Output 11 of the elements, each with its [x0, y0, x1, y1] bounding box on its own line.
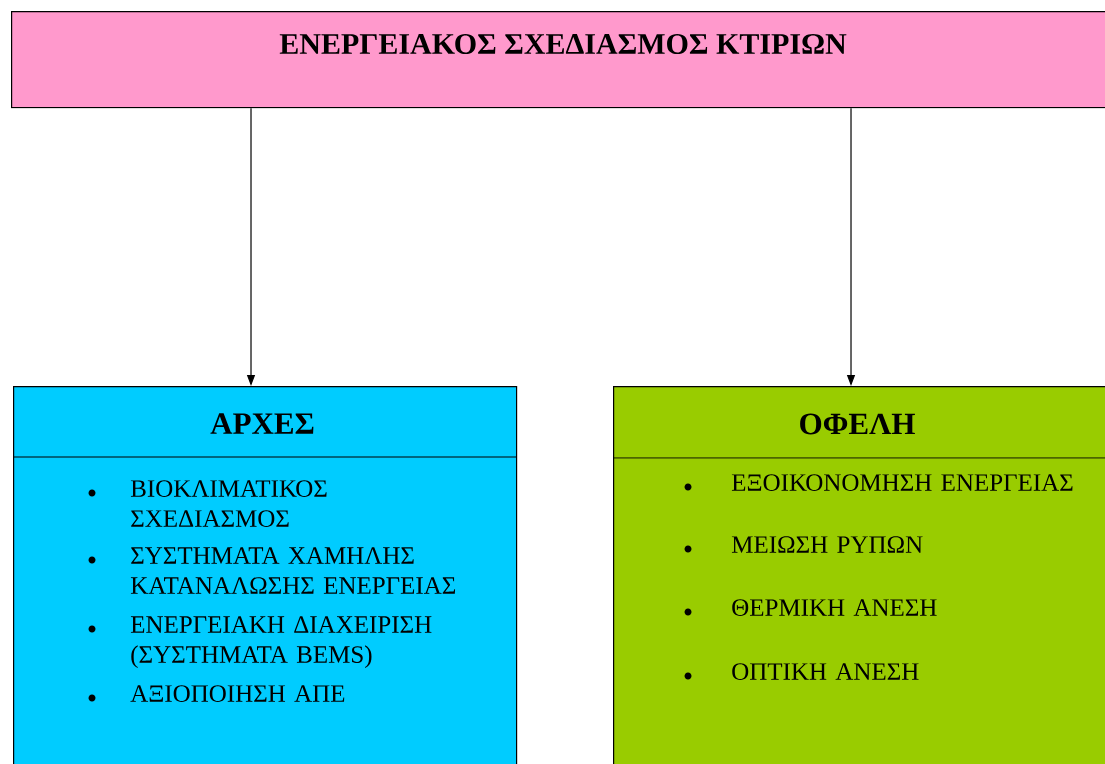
bullet-item: ΣΥΣΤΗΜΑΤΑ ΧΑΜΗΛΗΣ ΚΑΤΑΝΑΛΩΣΗΣ ΕΝΕΡΓΕΙΑΣ — [88, 547, 456, 594]
bullet-item: ΕΝΕΡΓΕΙΑΚΗ ΔΙΑΧΕΙΡΙΣΗ (ΣΥΣΤΗΜΑΤΑ BEMS) — [88, 616, 432, 668]
bullet-item: ΒΙΟΚΛΙΜΑΤΙΚΟΣ ΣΧΕΔΙΑΣΜΟΣ — [88, 480, 327, 527]
bullet-item: ΘΕΡΜΙΚΗ ΑΝΕΣΗ — [684, 599, 937, 616]
bullet-item: ΑΞΙΟΠΟΙΗΣΗ ΑΠΕ — [88, 685, 345, 702]
title-box: ΕΝΕΡΓΕΙΑΚΟΣ ΣΧΕΔΙΑΣΜΟΣ ΚΤΙΡΙΩΝ — [11, 11, 1105, 109]
category-box: ΟΦΕΛΗ ΕΞΟΙΚΟΝΟΜΗΣΗ ΕΝΕΡΓΕΙΑΣ ΜΕΙΩΣΗ ΡΥΠΩΝ ΘΕΡΜΙΚΗ ΑΝΕΣΗ ΟΠΤΙΚΗ ΑΝΕΣΗ — [612, 386, 1105, 764]
bullet-item: ΟΠΤΙΚΗ ΑΝΕΣΗ — [684, 663, 919, 680]
category-box: ΑΡΧΕΣ ΒΙΟΚΛΙΜΑΤΙΚΟΣ ΣΧΕΔΙΑΣΜΟΣ ΣΥΣΤΗΜΑΤΑ ΧΑΜΗΛΗΣ ΚΑΤΑΝΑΛΩΣΗΣ ΕΝΕΡΓΕΙΑΣ ΕΝΕΡΓΕΙΑΚΗ ΔΙΑΧΕΙΡΙΣΗ (ΣΥΣΤΗΜΑΤΑ BEMS) ΑΞΙΟΠΟΙΗΣΗ ΑΠΕ — [12, 386, 518, 764]
bullet-item: ΕΞΟΙΚΟΝΟΜΗΣΗ ΕΝΕΡΓΕΙΑΣ — [684, 474, 1073, 491]
bullet-item: ΜΕΙΩΣΗ ΡΥΠΩΝ — [684, 536, 923, 553]
